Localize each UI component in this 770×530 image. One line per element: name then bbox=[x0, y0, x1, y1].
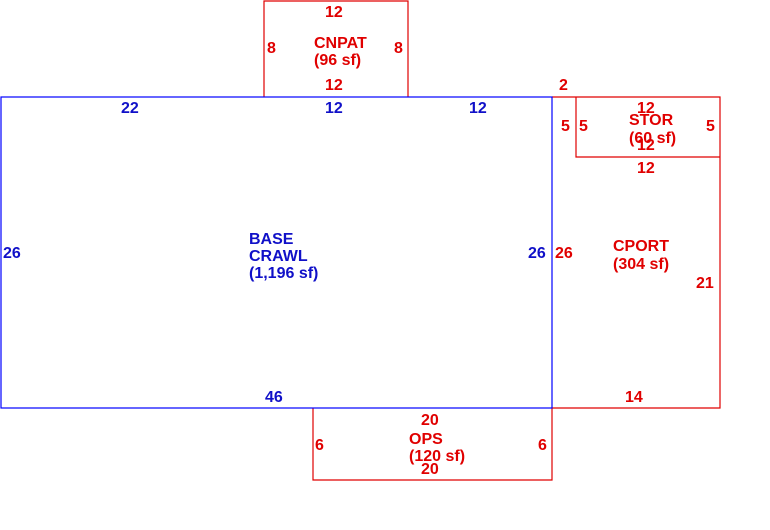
cport-dim-top: 12 bbox=[637, 160, 655, 177]
cnpat-area: (96 sf) bbox=[314, 52, 361, 69]
cport-dim-left: 26 bbox=[555, 245, 573, 262]
cport-name: CPORT bbox=[613, 238, 669, 255]
cport-outline bbox=[552, 96, 721, 409]
base-dim-top-mid: 12 bbox=[325, 100, 343, 117]
ops-dim-left: 6 bbox=[315, 437, 324, 454]
stor-dim-bottom: 12 bbox=[637, 137, 655, 154]
base-dim-bottom: 46 bbox=[265, 389, 283, 406]
base-name-line1: BASE bbox=[249, 231, 294, 248]
cnpat-name: CNPAT bbox=[314, 35, 367, 52]
cnpat-dim-left: 8 bbox=[267, 40, 276, 57]
stor-dim-left-outer: 5 bbox=[561, 118, 570, 135]
ops-area: (120 sf) bbox=[409, 448, 465, 465]
cport-dim-bottom: 14 bbox=[625, 389, 643, 406]
ops-dim-bottom: 20 bbox=[421, 461, 439, 478]
cport-dim-right: 21 bbox=[696, 275, 714, 292]
gap-dim: 2 bbox=[559, 77, 568, 94]
base-name-line2: CRAWL bbox=[249, 248, 308, 265]
stor-outline bbox=[575, 97, 720, 158]
stor-area: (60 sf) bbox=[629, 130, 676, 147]
cnpat-dim-right: 8 bbox=[394, 40, 403, 57]
ops-dim-right: 6 bbox=[538, 437, 547, 454]
stor-name: STOR bbox=[629, 112, 674, 129]
ops-dim-top: 20 bbox=[421, 412, 439, 429]
cport-area: (304 sf) bbox=[613, 256, 669, 273]
base-dim-top-right: 12 bbox=[469, 100, 487, 117]
stor-dim-right: 5 bbox=[706, 118, 715, 135]
cnpat-dim-bottom: 12 bbox=[325, 77, 343, 94]
stor-dim-top: 12 bbox=[637, 100, 655, 117]
base-dim-left: 26 bbox=[3, 245, 21, 262]
base-outline bbox=[0, 96, 553, 409]
cnpat-outline bbox=[263, 0, 409, 97]
base-area: (1,196 sf) bbox=[249, 265, 318, 282]
stor-dim-left: 5 bbox=[579, 118, 588, 135]
ops-name: OPS bbox=[409, 431, 443, 448]
base-dim-top-left: 22 bbox=[121, 100, 139, 117]
ops-outline bbox=[312, 408, 553, 481]
cnpat-dim-top: 12 bbox=[325, 4, 343, 21]
base-dim-right: 26 bbox=[528, 245, 546, 262]
